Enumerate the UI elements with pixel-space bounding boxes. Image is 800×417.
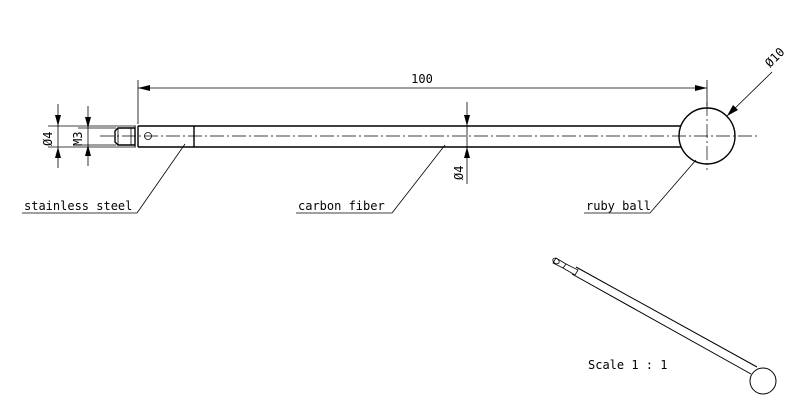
stylus-isometric-view	[552, 257, 777, 395]
dimension-thread-text: M3	[71, 132, 85, 146]
dimension-ball-diameter-text: Ø10	[762, 45, 787, 70]
label-carbon-fiber-text: carbon fiber	[298, 199, 385, 213]
dimension-shaft-left-text: Ø4	[41, 132, 55, 146]
ruby-ball	[678, 107, 736, 165]
carbon-fiber-shaft	[194, 125, 681, 148]
iso-tip	[552, 257, 579, 276]
label-stainless-steel: stainless steel	[22, 143, 186, 214]
label-ruby-ball: ruby ball	[584, 159, 697, 214]
dimension-left-group: Ø4 M3	[41, 104, 136, 168]
threaded-tip	[114, 126, 136, 147]
cross-hole	[144, 132, 152, 140]
iso-ruby-ball	[749, 367, 777, 395]
dimension-ball-diameter: Ø10	[726, 45, 787, 117]
dimension-length-text: 100	[411, 72, 433, 86]
label-ruby-ball-text: ruby ball	[586, 199, 651, 213]
iso-shaft	[571, 266, 758, 375]
dimension-length: 100	[137, 72, 708, 124]
stylus-side-view	[100, 102, 760, 170]
scale-text: Scale 1 : 1	[588, 358, 667, 372]
dimension-shaft-mid-text: Ø4	[452, 166, 466, 180]
dimension-mid-diameter: Ø4	[452, 102, 470, 184]
label-carbon-fiber: carbon fiber	[296, 144, 446, 214]
stainless-steel-section	[137, 125, 195, 148]
label-stainless-steel-text: stainless steel	[24, 199, 132, 213]
